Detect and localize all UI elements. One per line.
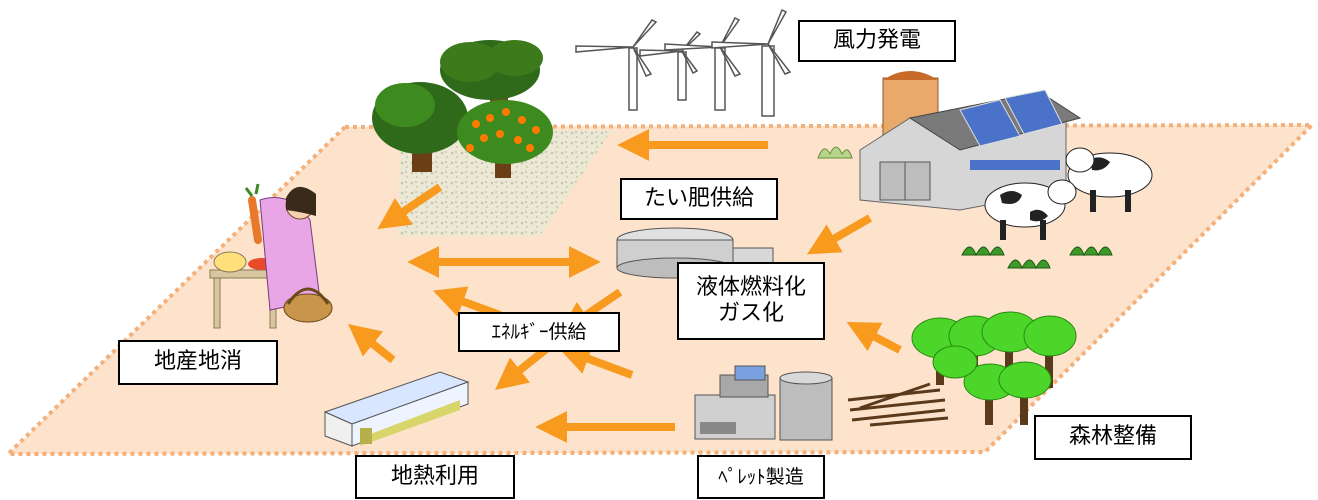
greenhouse-icon <box>323 371 470 447</box>
arrow-pellet-to-energy <box>557 343 634 379</box>
label-energy-supply: ｴﾈﾙｷﾞｰ供給 <box>458 312 620 352</box>
label-gasification: ガス化 <box>717 301 784 326</box>
vegetable-icon <box>961 246 1113 270</box>
flow-arrows <box>348 129 902 443</box>
label-wind-power: 風力発電 <box>798 20 956 62</box>
wind-turbine-icon <box>575 8 792 117</box>
shrub-icon <box>817 146 853 159</box>
arrow-greenhouse-to-farmer <box>348 324 396 364</box>
farmer-icon <box>209 183 333 329</box>
firewood-icon <box>847 382 949 427</box>
label-geothermal-use: 地熱利用 <box>355 455 515 499</box>
label-liquid-fuel: 液体燃料化 <box>695 274 806 300</box>
tree-icon <box>372 82 468 172</box>
label-pellet-production: ﾍﾟﾚｯﾄ製造 <box>697 455 825 499</box>
label-compost-supply: たい肥供給 <box>620 178 778 220</box>
orchard-field <box>398 130 612 236</box>
forest-icon <box>911 311 1077 425</box>
cow-icon <box>1065 147 1153 212</box>
arrow-barn-to-fuel <box>806 214 872 255</box>
orange-tree-icon <box>457 100 553 178</box>
arrow-energy-to-farmer <box>432 286 502 319</box>
label-local-consumption: 地産地消 <box>118 340 278 385</box>
arrow-forest-to-fuel <box>846 322 902 354</box>
label-forest-maintenance: 森林整備 <box>1034 415 1192 460</box>
arrow-tree-to-farmer <box>377 183 443 230</box>
label-liquid-fuel-gasification: 液体燃料化 ガス化 <box>677 262 825 340</box>
cow-icon <box>984 179 1077 240</box>
pellet-machine-icon <box>694 365 833 441</box>
